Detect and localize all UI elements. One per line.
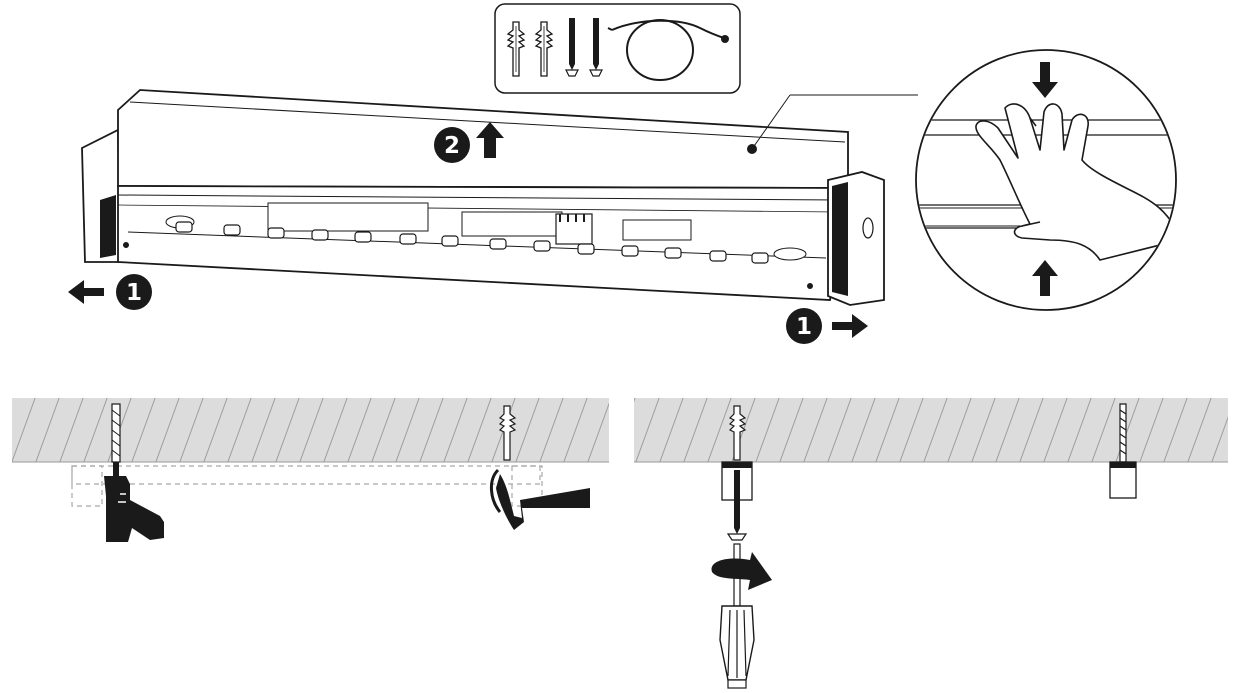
ceiling-panel-drill: [12, 398, 609, 542]
arrow-up-icon: [1032, 260, 1058, 296]
step-badge-slide-right: 1: [786, 308, 868, 344]
screw-icon: [589, 18, 603, 77]
detail-callout: [747, 94, 918, 154]
drill-icon: [104, 403, 164, 542]
cable-icon: [607, 19, 729, 81]
svg-text:2: 2: [444, 133, 460, 159]
installed-anchor: [1109, 403, 1137, 499]
svg-text:1: 1: [796, 314, 812, 340]
svg-text:1: 1: [126, 280, 142, 306]
rotate-arrow-icon: [711, 552, 772, 590]
parts-kit: [494, 3, 741, 94]
wall-plug-icon: [506, 21, 526, 77]
wall-plug-icon: [728, 405, 747, 461]
wall-plug-icon: [498, 405, 517, 461]
step-badge-lift-cover: 2: [434, 122, 504, 163]
track-body: [117, 185, 850, 301]
arrow-down-icon: [1032, 62, 1058, 98]
arrow-up-icon: [476, 122, 504, 158]
hammer-icon: [490, 468, 590, 530]
hand-icon: [975, 103, 1175, 261]
track-housing: [81, 89, 885, 306]
arrow-right-icon: [832, 314, 868, 338]
parts-kit-frame: [494, 3, 741, 94]
screw-icon: [565, 18, 579, 77]
roller-row: [175, 221, 769, 264]
wall-plug-icon: [534, 21, 554, 77]
screwdriver-icon: [711, 543, 772, 689]
ceiling-panel-screw: [634, 398, 1228, 689]
step-badge-slide-left: 1: [68, 274, 152, 310]
cover-panel: [117, 89, 849, 189]
arrow-left-icon: [68, 280, 104, 304]
detail-magnifier: [915, 49, 1177, 311]
screw-icon: [726, 470, 748, 541]
